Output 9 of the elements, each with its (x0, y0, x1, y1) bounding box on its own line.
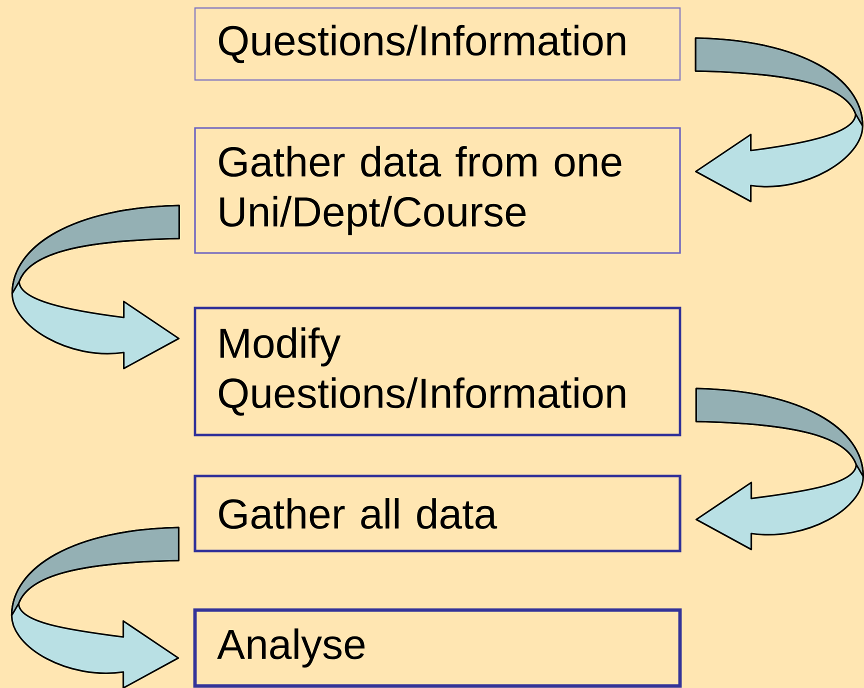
process-box: Analyse (193, 608, 682, 688)
curved-arrow (11, 204, 180, 370)
process-box: Gather data from one Uni/Dept/Course (194, 127, 681, 254)
curved-arrow (10, 526, 180, 688)
process-box: Questions/Information (194, 7, 681, 81)
process-box: Modify Questions/Information (194, 306, 682, 436)
curved-arrow (694, 37, 864, 202)
curved-arrow (695, 388, 864, 550)
process-box: Gather all data (194, 474, 682, 552)
